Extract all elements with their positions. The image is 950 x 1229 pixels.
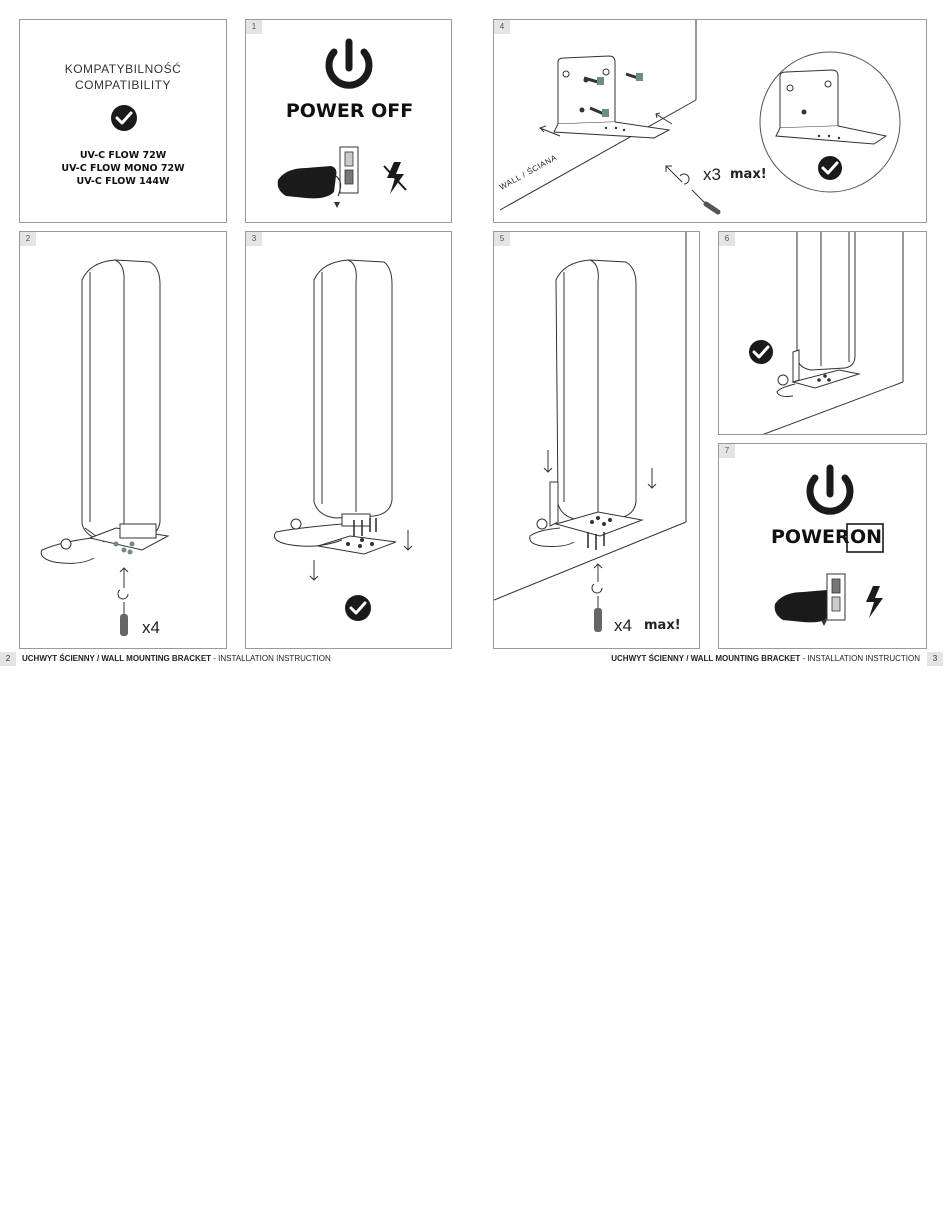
step-6-panel: 6	[718, 231, 927, 435]
rotate-icon	[118, 590, 128, 599]
page-number-right: 3	[927, 652, 943, 666]
screwdriver-icon	[692, 190, 718, 212]
footer-subtitle: - INSTALLATION INSTRUCTION	[800, 654, 920, 663]
rotate-icon	[680, 174, 689, 184]
check-icon	[749, 340, 773, 364]
footer-right: UCHWYT ŚCIENNY / WALL MOUNTING BRACKET -…	[611, 652, 920, 666]
step-2-panel: 2 x4	[19, 231, 227, 649]
power-icon	[810, 468, 850, 511]
check-icon	[20, 20, 227, 223]
compatible-models-list: UV-C FLOW 72W UV-C FLOW MONO 72W UV-C FL…	[20, 149, 226, 188]
footer-title: UCHWYT ŚCIENNY / WALL MOUNTING BRACKET	[611, 654, 800, 663]
step-3-panel: 3	[245, 231, 452, 649]
page-number-left: 2	[0, 652, 16, 666]
max-label: max!	[644, 618, 681, 633]
footer-subtitle: - INSTALLATION INSTRUCTION	[211, 654, 331, 663]
screw-count: x3	[703, 165, 721, 185]
model-item: UV-C FLOW 72W	[20, 149, 226, 162]
step-5-panel: 5 x4 max!	[493, 231, 700, 649]
compatibility-panel: KOMPATYBILNOŚĆ COMPATIBILITY UV-C FLOW 7…	[19, 19, 227, 223]
device-illustration	[314, 260, 392, 526]
step-1-panel: 1 POWER OFF	[245, 19, 452, 223]
model-item: UV-C FLOW 144W	[20, 175, 226, 188]
footer-title: UCHWYT ŚCIENNY / WALL MOUNTING BRACKET	[22, 654, 211, 663]
device-illustration	[82, 260, 160, 542]
screw-count: x4	[614, 616, 632, 636]
arrow-icon	[120, 568, 128, 588]
power-cable-illustration	[777, 375, 795, 397]
no-electricity-icon	[384, 162, 406, 194]
max-label: max!	[730, 167, 767, 182]
power-off-label: POWER OFF	[246, 100, 452, 122]
base-plate-illustration	[318, 536, 396, 554]
hand-switch-illustration	[775, 574, 845, 626]
hand-switch-illustration	[278, 147, 358, 208]
model-item: UV-C FLOW MONO 72W	[20, 162, 226, 175]
wall-bracket-illustration	[554, 56, 669, 138]
step-7-panel: 7 POWER ON	[718, 443, 927, 649]
screw-count: x4	[142, 618, 160, 638]
footer-left: UCHWYT ŚCIENNY / WALL MOUNTING BRACKET -…	[22, 652, 331, 666]
rotate-icon	[592, 584, 602, 593]
power-on-label-power: POWER	[771, 526, 850, 548]
electricity-icon	[866, 586, 883, 618]
device-illustration	[556, 260, 636, 520]
power-on-label-on: ON	[850, 526, 882, 548]
check-icon	[818, 156, 842, 180]
power-icon	[329, 42, 369, 85]
screwdriver-icon	[120, 602, 128, 636]
power-cable-illustration	[41, 538, 94, 563]
step-4-panel: 4	[493, 19, 927, 223]
device-illustration	[797, 232, 855, 370]
screwdriver-icon	[594, 596, 602, 632]
check-icon	[345, 595, 371, 621]
